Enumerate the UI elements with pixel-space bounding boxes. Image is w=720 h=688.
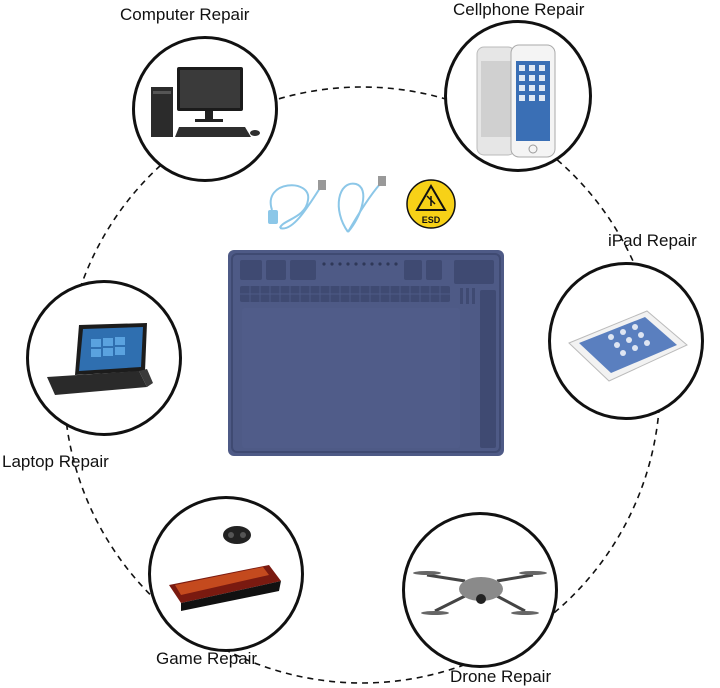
cellphone-icon xyxy=(476,44,556,158)
esd-warning-icon: ESD xyxy=(406,179,456,229)
label-laptop-repair: Laptop Repair xyxy=(2,452,109,471)
wrist-strap-icon xyxy=(268,176,386,233)
drone-icon xyxy=(413,571,547,615)
label-game-repair: Game Repair xyxy=(156,649,258,668)
cellphone-circle xyxy=(444,20,592,172)
ipad-circle xyxy=(548,262,704,420)
label-ipad-repair: iPad Repair xyxy=(608,231,697,250)
label-cellphone-repair: Cellphone Repair xyxy=(453,0,585,19)
game-circle xyxy=(148,496,304,652)
computer-circle xyxy=(132,36,278,182)
laptop-circle xyxy=(26,280,182,436)
esd-badge-text: ESD xyxy=(422,215,441,225)
label-computer-repair: Computer Repair xyxy=(120,5,250,24)
laptop-icon xyxy=(47,323,153,395)
tablet-icon xyxy=(568,310,688,382)
drone-circle xyxy=(402,512,558,668)
game-console-icon xyxy=(169,526,281,611)
label-drone-repair: Drone Repair xyxy=(450,667,552,686)
computer-icon xyxy=(151,67,260,137)
repair-mat xyxy=(228,250,504,456)
